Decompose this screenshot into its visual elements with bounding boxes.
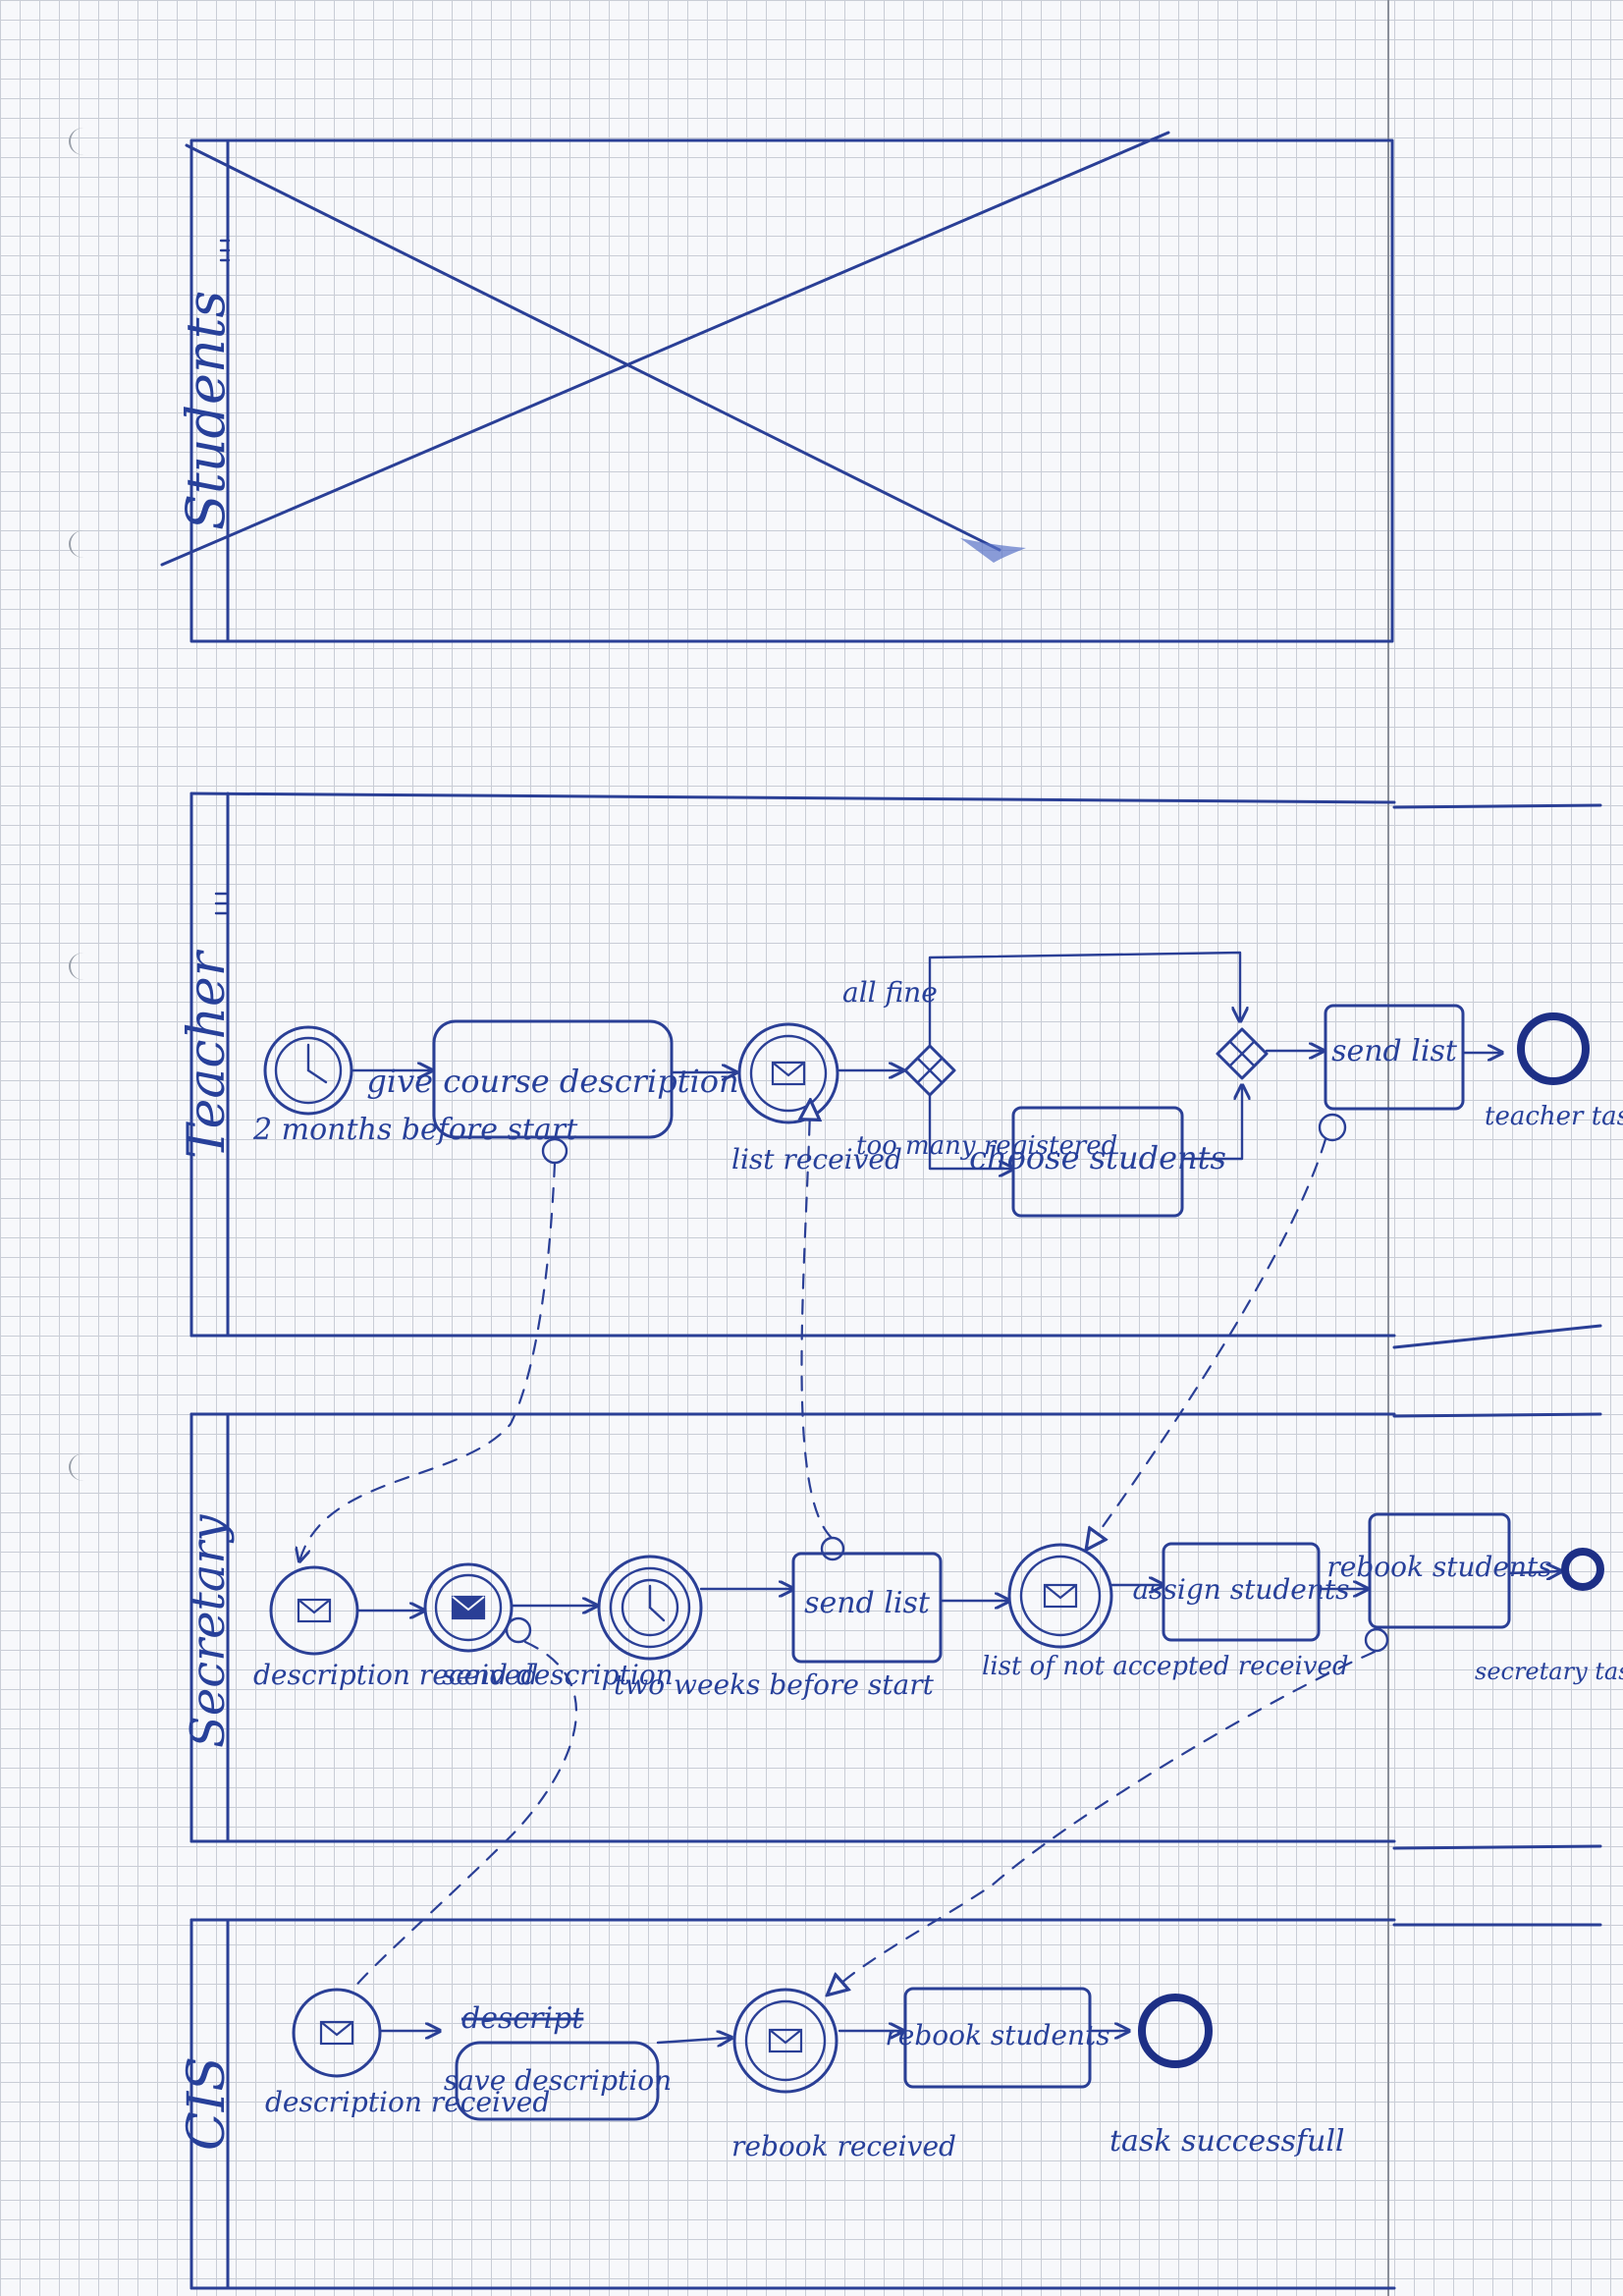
label-rebook-received: rebook received <box>731 2130 956 2162</box>
cross-out-line <box>160 131 1170 567</box>
label-list-received: list received <box>731 1143 902 1175</box>
task-label: save description <box>444 2064 672 2097</box>
cross-out-line <box>185 143 1001 552</box>
end-event-teacher <box>1517 1012 1590 1085</box>
data-association-anchor <box>1364 1627 1389 1653</box>
message-catch-event-rebook-received <box>732 1988 839 2094</box>
label-description-received-sec: description received <box>253 1659 538 1691</box>
task-label: send list <box>804 1586 931 1620</box>
flow-too-many <box>928 1093 1013 1169</box>
data-association-anchor <box>1318 1113 1347 1142</box>
message-throw-event-send-description <box>423 1562 514 1653</box>
message-catch-event-list-not-accepted <box>1007 1543 1113 1649</box>
punch-hole-mark <box>69 128 98 155</box>
task-rebook-students-cis <box>903 1987 1092 2089</box>
flow-all-fine <box>928 951 1240 1048</box>
pool-secretary <box>189 1412 1602 1850</box>
pool-cis <box>189 1918 1602 2290</box>
data-association-anchor <box>820 1536 845 1561</box>
message-catch-event-list-received <box>737 1022 839 1124</box>
task-send-list-teacher <box>1324 1004 1465 1111</box>
label-list-not-accepted: list of not accepted received <box>982 1652 1349 1681</box>
label-secretary-end: secretary task finished <box>1475 1658 1623 1685</box>
timer-start-event <box>263 1025 353 1116</box>
message-start-event-cis <box>292 1988 382 2078</box>
task-label: send list <box>1331 1034 1458 1068</box>
struck-out-text: descript <box>461 2001 584 2036</box>
task-save-description <box>455 2041 660 2121</box>
message-flow-not-accepted <box>1092 1137 1327 1542</box>
page-margin-line <box>1387 0 1389 2296</box>
message-flow-to-cis <box>352 1640 577 1991</box>
end-event-cis <box>1138 1994 1213 2068</box>
message-flow-description <box>299 1161 557 1561</box>
lane-label-students: Students <box>175 291 237 530</box>
task-send-list-secretary <box>791 1552 943 1664</box>
punch-hole-mark <box>69 1453 98 1481</box>
exclusive-gateway-split <box>903 1044 956 1097</box>
lane-label-cis: CIS <box>178 2056 237 2151</box>
message-start-event-description-received <box>269 1565 359 1656</box>
message-flow-list <box>801 1110 834 1540</box>
label-teacher-end: teacher task successfull <box>1485 1102 1623 1131</box>
label-cis-end: task successfull <box>1109 2124 1345 2159</box>
pool-teacher <box>189 792 1602 1349</box>
pool-students <box>160 131 1394 643</box>
lane-label-teacher: Teacher <box>178 949 237 1159</box>
label-all-fine: all fine <box>842 976 938 1009</box>
sequence-flow <box>1180 1085 1242 1161</box>
task-assign-students <box>1162 1542 1321 1642</box>
data-association-anchor <box>505 1616 532 1644</box>
message-flow-rebook <box>835 1650 1377 1989</box>
label-too-many: too many registered <box>856 1131 1117 1161</box>
task-label: give course description <box>366 1063 738 1100</box>
lane-label-secretary: Secretary <box>181 1514 236 1748</box>
punch-hole-mark <box>69 530 98 558</box>
task-label: rebook students <box>1326 1551 1551 1583</box>
end-event-secretary <box>1561 1548 1604 1591</box>
task-give-course-description <box>432 1019 674 1139</box>
task-label: rebook students <box>885 2019 1109 2051</box>
task-choose-students <box>1011 1106 1184 1218</box>
punch-hole-mark <box>69 953 98 980</box>
timer-event-two-weeks <box>597 1555 703 1661</box>
sequence-flow <box>656 2038 731 2043</box>
sequence-flow <box>1507 1571 1561 1573</box>
task-rebook-students-secretary <box>1368 1512 1511 1629</box>
label-two-weeks: two weeks before start <box>614 1668 935 1701</box>
label-description-received-cis: description received <box>265 2086 550 2118</box>
label-2-months: 2 months before start <box>252 1113 578 1147</box>
exclusive-gateway-merge <box>1216 1027 1269 1080</box>
task-label: assign students <box>1132 1573 1349 1606</box>
